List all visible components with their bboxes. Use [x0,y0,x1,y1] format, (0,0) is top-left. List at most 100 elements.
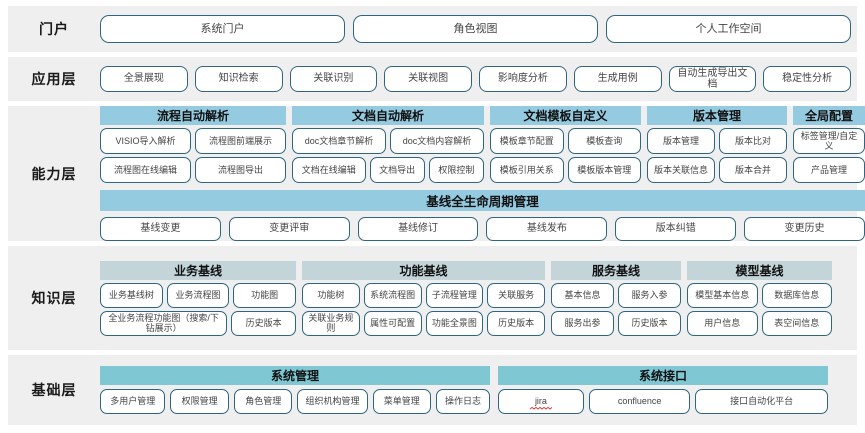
know-item[interactable]: 服务出参 [551,310,614,336]
cap-item[interactable]: 模板引用关系 [490,157,564,183]
infra-group-system-interface: 系统接口 jira confluence 接口自动化平台 [498,366,828,414]
infra-item-confluence[interactable]: confluence [588,389,691,414]
layer-capability: 能力层 流程自动解析 VISIO导入解析 流程图前端展示 流程图在线编辑 流程图… [8,106,865,241]
baseline-item-1[interactable]: 变更评审 [228,217,350,241]
group-title-process: 流程自动解析 [100,106,286,125]
group-row: 多用户管理 权限管理 角色管理 组织机构管理 菜单管理 操作日志 [100,389,490,414]
layer-knowledge: 知识层 业务基线 业务基线树 业务流程图 功能图 全业务流程功能图（搜索/下钻展… [8,246,857,350]
cap-item[interactable]: 流程图导出 [195,157,286,183]
cap-item[interactable]: 模板查询 [567,128,641,154]
app-item-5[interactable]: 生成用例 [573,66,662,92]
cap-item[interactable]: 版本管理 [647,128,715,154]
baseline-item-2[interactable]: 基线修订 [357,217,479,241]
know-item[interactable]: 数据库信息 [761,282,832,308]
group-row: 基本信息 服务入参 [551,282,681,308]
group-row: 关联业务规则 属性可配置 功能全景图 历史版本 [302,310,545,336]
portal-item-2[interactable]: 个人工作空间 [606,15,851,43]
banner-title-baseline-lifecycle: 基线全生命周期管理 [100,190,865,211]
baseline-item-3[interactable]: 基线发布 [486,217,608,241]
baseline-item-0[interactable]: 基线变更 [100,217,221,241]
know-item[interactable]: 模型基本信息 [687,282,758,308]
group-row: 产品管理 [793,157,865,183]
layer-label-knowledge: 知识层 [31,290,77,306]
capability-groups: 流程自动解析 VISIO导入解析 流程图前端展示 流程图在线编辑 流程图导出 文… [100,106,865,183]
know-item[interactable]: 子流程管理 [425,282,484,308]
know-item[interactable]: 功能图 [233,282,297,308]
app-item-3[interactable]: 关联视图 [384,66,472,92]
layer-infrastructure: 基础层 系统管理 多用户管理 权限管理 角色管理 组织机构管理 菜单管理 操作日… [8,355,857,425]
infra-item-api-platform[interactable]: 接口自动化平台 [695,389,828,414]
app-item-4[interactable]: 影响度分析 [479,66,567,92]
group-row: 用户信息 表空间信息 [687,310,832,336]
cap-item[interactable]: doc文档章节解析 [292,128,386,154]
group-title-system-interface: 系统接口 [498,366,828,385]
knowledge-groups: 业务基线 业务基线树 业务流程图 功能图 全业务流程功能图（搜索/下钻展示） 历… [100,260,851,336]
cap-item[interactable]: 文档在线编辑 [292,157,366,183]
cap-item[interactable]: VISIO导入解析 [100,128,191,154]
app-item-0[interactable]: 全景展现 [100,66,188,92]
cap-item[interactable]: 产品管理 [793,157,865,183]
group-row: 全业务流程功能图（搜索/下钻展示） 历史版本 [100,310,296,336]
cap-item[interactable]: 版本关联信息 [647,157,715,183]
group-row: 版本关联信息 版本合并 [647,157,787,183]
layer-body-portal: 系统门户 角色视图 个人工作空间 [100,6,857,52]
cap-item[interactable]: 权限控制 [428,157,485,183]
know-item[interactable]: 服务入参 [618,282,681,308]
cap-item[interactable]: 版本合并 [719,157,787,183]
cap-item[interactable]: 标签管理/自定义 [793,128,865,154]
group-title-template: 文档模板自定义 [490,106,641,125]
group-row: 模板引用关系 模板版本管理 [490,157,641,183]
know-item[interactable]: 基本信息 [551,282,614,308]
portal-item-0[interactable]: 系统门户 [100,15,345,43]
cap-item[interactable]: doc文档内容解析 [390,128,484,154]
infra-item[interactable]: 操作日志 [436,389,490,414]
know-item[interactable]: 历史版本 [487,310,545,336]
know-item[interactable]: 关联服务 [487,282,545,308]
baseline-item-4[interactable]: 版本纠错 [615,217,737,241]
group-title-model-baseline: 模型基线 [687,260,832,280]
know-item[interactable]: 用户信息 [687,310,758,336]
know-item[interactable]: 关联业务规则 [302,310,360,336]
group-row: 功能树 系统流程图 子流程管理 关联服务 [302,282,545,308]
group-row: VISIO导入解析 流程图前端展示 [100,128,286,154]
know-item[interactable]: 历史版本 [618,310,681,336]
capability-group-process: 流程自动解析 VISIO导入解析 流程图前端展示 流程图在线编辑 流程图导出 [100,106,286,183]
capability-group-template: 文档模板自定义 模板章节配置 模板查询 模板引用关系 模板版本管理 [490,106,641,183]
infra-item[interactable]: 权限管理 [170,389,229,414]
app-item-7[interactable]: 稳定性分析 [763,66,851,92]
cap-item[interactable]: 模板版本管理 [567,157,641,183]
infra-item[interactable]: 多用户管理 [100,389,166,414]
app-item-6[interactable]: 自动生成导出文档 [668,66,757,92]
know-item[interactable]: 业务基线树 [100,282,163,308]
know-item[interactable]: 业务流程图 [166,282,230,308]
infra-item-jira[interactable]: jira [498,389,584,414]
know-item[interactable]: 功能树 [302,282,360,308]
infra-item[interactable]: 组织机构管理 [297,389,368,414]
app-item-1[interactable]: 知识检索 [194,66,283,92]
know-item[interactable]: 全业务流程功能图（搜索/下钻展示） [100,310,228,336]
app-item-2[interactable]: 关联识别 [289,66,378,92]
portal-item-1[interactable]: 角色视图 [353,15,598,43]
infra-item[interactable]: 角色管理 [233,389,293,414]
cap-item[interactable]: 版本比对 [719,128,787,154]
cap-item[interactable]: 模板章节配置 [490,128,564,154]
know-item[interactable]: 表空间信息 [761,310,832,336]
know-item[interactable]: 属性可配置 [363,310,422,336]
group-row: 流程图在线编辑 流程图导出 [100,157,286,183]
know-item[interactable]: 历史版本 [231,310,296,336]
infra-item[interactable]: 菜单管理 [372,389,432,414]
baseline-item-5[interactable]: 变更历史 [744,217,865,241]
know-item[interactable]: 功能全景图 [425,310,484,336]
cap-item[interactable]: 流程图在线编辑 [100,157,191,183]
group-title-function-baseline: 功能基线 [302,260,545,280]
group-title-global: 全局配置 [793,106,865,125]
group-title-business-baseline: 业务基线 [100,260,296,280]
knowledge-group-model: 模型基线 模型基本信息 数据库信息 用户信息 表空间信息 [687,260,832,336]
group-title-version: 版本管理 [647,106,787,125]
know-item[interactable]: 系统流程图 [363,282,422,308]
group-title-service-baseline: 服务基线 [551,260,681,280]
cap-item[interactable]: 文档导出 [369,157,425,183]
cap-item[interactable]: 流程图前端展示 [195,128,286,154]
group-row: 业务基线树 业务流程图 功能图 [100,282,297,308]
